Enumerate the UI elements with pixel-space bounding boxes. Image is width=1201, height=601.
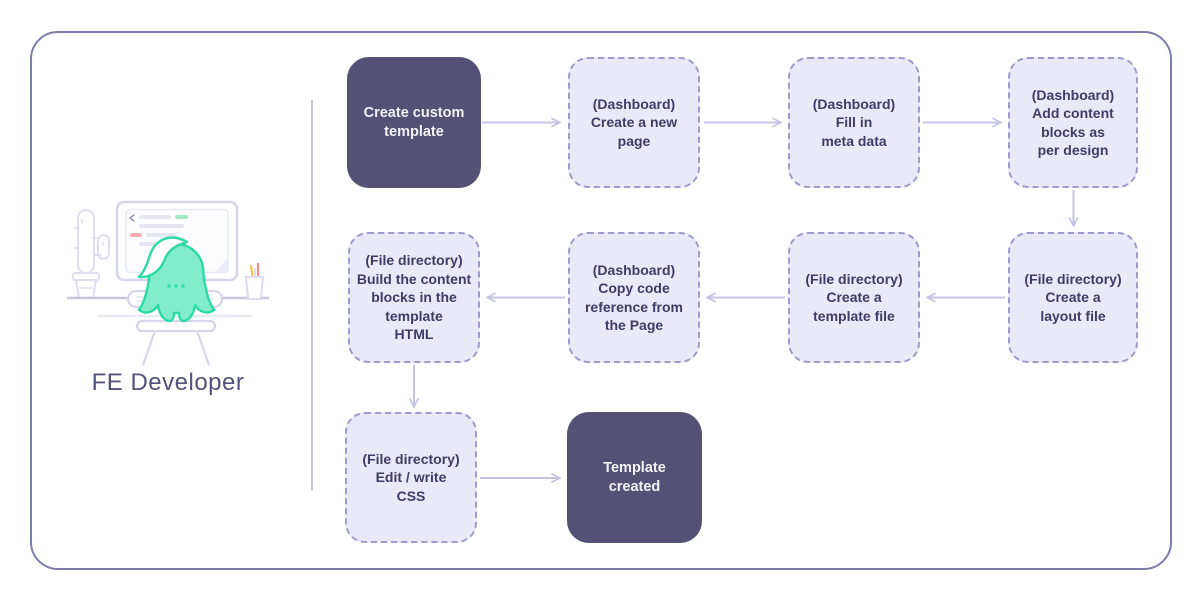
actor-label: FE Developer — [91, 369, 245, 396]
pen-cup-icon — [244, 262, 265, 300]
flow-box-fill-in-meta-data: (Dashboard) Fill in meta data — [788, 57, 920, 188]
outer-frame — [30, 31, 1172, 570]
flow-box-create-custom-template: Create custom template — [347, 57, 481, 188]
flow-box-create-new-page: (Dashboard) Create a new page — [568, 57, 700, 188]
divider-line — [311, 100, 313, 490]
cactus-icon — [72, 209, 110, 299]
stool-icon — [135, 319, 217, 367]
flow-box-create-template-file: (File directory) Create a template file — [788, 232, 920, 363]
flow-box-edit-write-css: (File directory) Edit / write CSS — [345, 412, 477, 543]
flow-box-add-content-blocks: (Dashboard) Add content blocks as per de… — [1008, 57, 1138, 188]
flow-box-build-content-blocks: (File directory) Build the content block… — [348, 232, 480, 363]
developer-illustration — [66, 200, 270, 367]
flow-box-copy-code-reference: (Dashboard) Copy code reference from the… — [568, 232, 700, 363]
mascot-icon — [137, 236, 216, 323]
flow-box-template-created: Template created — [567, 412, 702, 543]
flow-box-create-layout-file: (File directory) Create a layout file — [1008, 232, 1138, 363]
